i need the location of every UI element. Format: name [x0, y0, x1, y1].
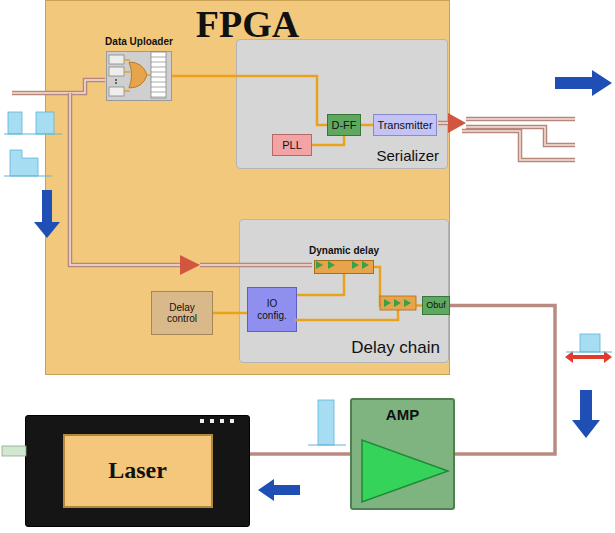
box-label: D-FF: [331, 119, 356, 132]
signal-cable: [450, 306, 555, 455]
cable-core: [466, 118, 575, 120]
cable-core: [200, 264, 312, 266]
box-label: AMP: [386, 406, 419, 423]
io-config-box: IO config.: [247, 287, 297, 332]
panel-title: Serializer: [376, 147, 439, 164]
box-label: PLL: [282, 139, 302, 152]
panel-title: Dynamic delay: [309, 245, 379, 257]
dff-box: D-FF: [327, 114, 361, 136]
register-cell: [151, 72, 166, 73]
register-cell: [151, 92, 166, 93]
delay-cell: [316, 261, 323, 269]
cable-core: [12, 80, 105, 93]
box-label: IO config.: [251, 298, 293, 321]
delay-cell: [394, 299, 401, 307]
optical-fiber: [2, 446, 26, 456]
config-line: [295, 310, 398, 320]
register-cell: [151, 87, 166, 88]
delay-cell: [404, 299, 411, 307]
cable-core: [462, 131, 575, 160]
delay-shift-arrow: [565, 351, 612, 363]
register-cell: [151, 82, 166, 83]
laser-pins: [200, 419, 234, 423]
flow-arrow: [572, 390, 600, 438]
pulse-baselines: [4, 134, 612, 445]
box-label: Laser: [63, 434, 213, 508]
register-cell: [151, 97, 166, 98]
delay-cell: [328, 261, 335, 269]
obuf-box: Obuf: [422, 296, 450, 315]
signal-line: [361, 124, 373, 127]
delay-cell: [362, 261, 369, 269]
flow-arrow: [555, 70, 612, 96]
laser-module: Laser: [25, 415, 250, 527]
uploader-internals: [109, 52, 166, 98]
box-label: Obuf: [426, 300, 446, 310]
box-label: Transmitter: [377, 119, 432, 132]
cable: [200, 263, 312, 268]
flow-arrow: [34, 190, 60, 238]
delay-cell: [384, 299, 391, 307]
cable: [12, 80, 105, 93]
panel-title: Data Uploader: [105, 36, 173, 48]
flow-arrow: [258, 479, 300, 501]
delay-control-box: Delay control: [151, 291, 213, 335]
cable-core: [70, 93, 180, 265]
cable-core: [438, 122, 448, 124]
register-cell: [151, 62, 166, 63]
register-cell: [151, 67, 166, 68]
amp-board: AMP: [350, 398, 455, 510]
panel-title: Delay chain: [351, 338, 440, 358]
signal-line: [172, 76, 327, 125]
delay-cell: [352, 261, 359, 269]
panel-title: FPGA: [196, 3, 299, 47]
cable: [462, 131, 575, 160]
register-cell: [151, 57, 166, 58]
output-buffer: [448, 113, 466, 133]
pll-box: PLL: [272, 134, 312, 156]
pulse-icons: [8, 112, 600, 445]
cable: [70, 93, 180, 265]
signal-line: [297, 274, 344, 295]
signal-cable: [250, 452, 350, 456]
amplifier-triangle: [362, 440, 448, 502]
delay-chain-box: [380, 296, 416, 310]
signal-line: [213, 312, 247, 315]
input-buffer: [180, 255, 200, 275]
register-cell: [151, 77, 166, 78]
box-label: Delay control: [155, 302, 209, 325]
delay-cells: [316, 261, 411, 307]
signal-line: [312, 136, 344, 145]
signal-wires: [12, 80, 575, 320]
cable: [466, 117, 575, 122]
cable: [438, 121, 448, 126]
serializer-panel: Serializer PLL D-FF Transmitter: [236, 39, 448, 169]
transmitter-box: Transmitter: [373, 114, 437, 136]
